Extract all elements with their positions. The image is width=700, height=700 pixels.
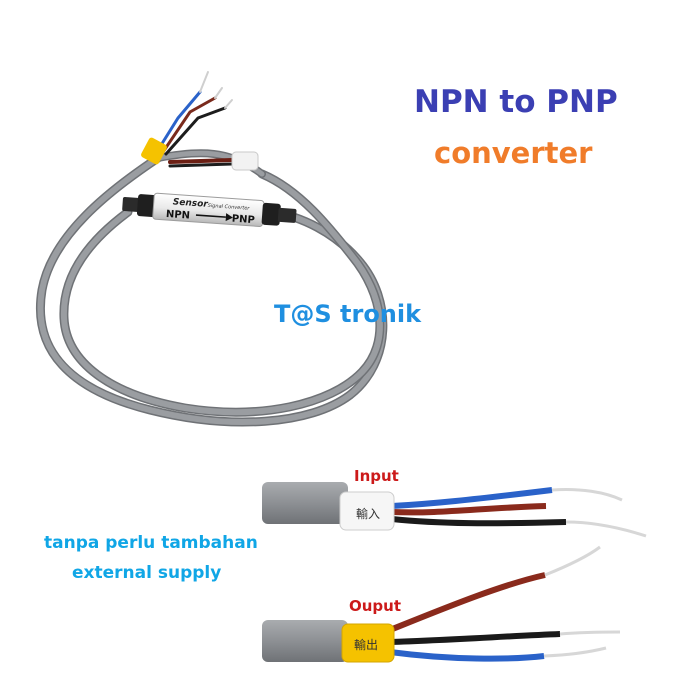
title-converter: converter xyxy=(434,136,593,170)
svg-text:輸入: 輸入 xyxy=(356,506,380,521)
top-wires xyxy=(156,71,234,168)
note-line-2: external supply xyxy=(72,563,222,583)
title-npn-to-pnp: NPN to PNP xyxy=(414,84,618,120)
output-label: Ouput xyxy=(349,597,402,615)
module-brand-text: Sensor xyxy=(172,197,208,209)
svg-text:輸出: 輸出 xyxy=(354,637,378,652)
module-sub-text: Signal Converter xyxy=(207,203,250,212)
input-label: Input xyxy=(354,467,399,485)
note-line-1: tanpa perlu tambahan xyxy=(44,533,258,553)
cable-loop xyxy=(36,149,388,427)
input-detail: 輸入 xyxy=(262,482,647,538)
white-sleeve-top xyxy=(231,151,259,171)
module-from-text: NPN xyxy=(166,209,191,222)
module-to-text: PNP xyxy=(231,214,255,227)
converter-module: Sensor Signal Converter NPN PNP xyxy=(122,192,297,227)
brand-watermark: T@S tronik xyxy=(274,300,422,328)
output-detail: 輸出 xyxy=(262,545,621,663)
yellow-sleeve-top xyxy=(141,137,167,165)
